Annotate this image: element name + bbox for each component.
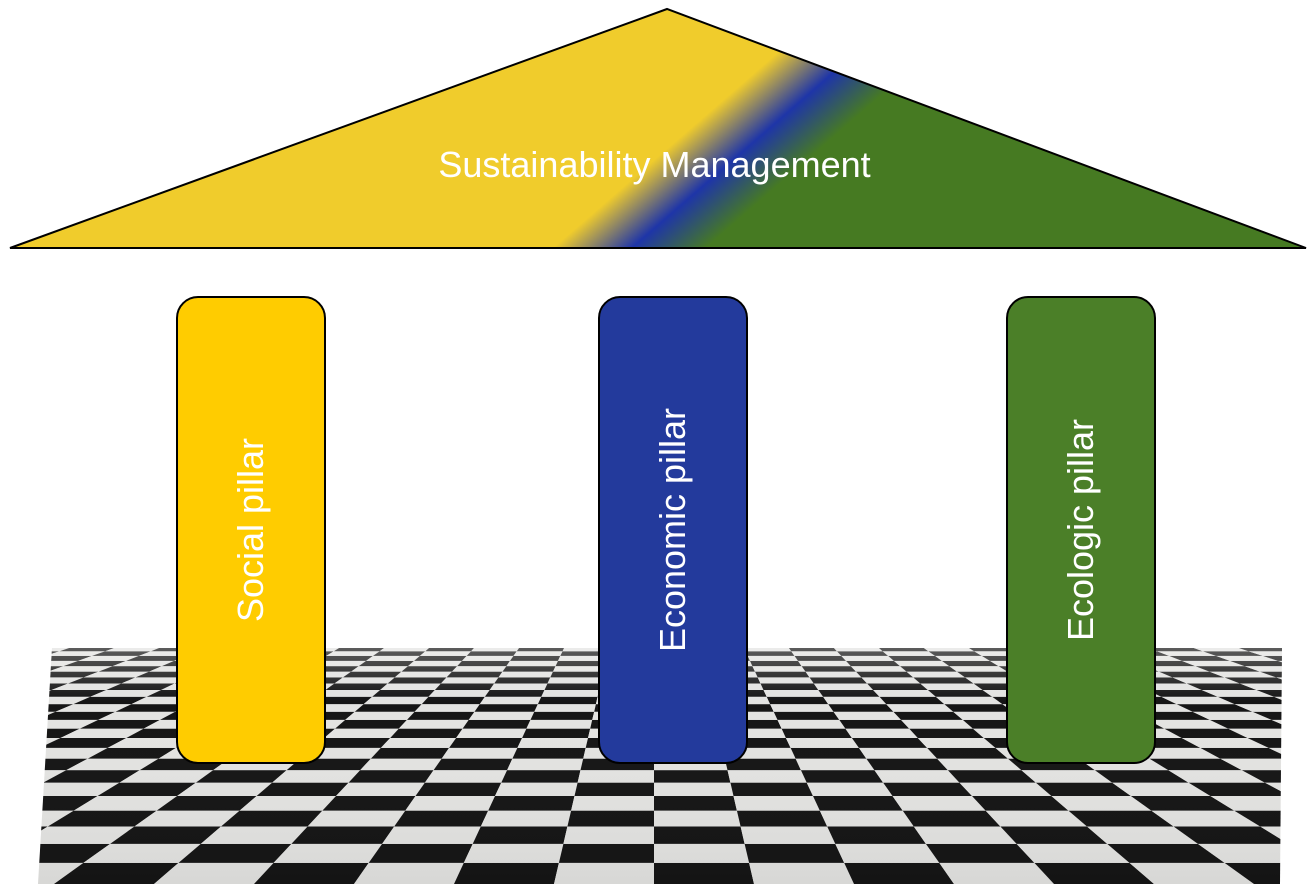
social-pillar: Social pillar xyxy=(176,296,326,764)
social-pillar-label: Social pillar xyxy=(230,437,271,623)
ecologic-pillar-label: Ecologic pillar xyxy=(1060,418,1101,642)
economic-pillar: Economic pillar xyxy=(598,296,748,764)
economic-pillar-label: Economic pillar xyxy=(652,407,693,653)
ecologic-pillar: Ecologic pillar xyxy=(1006,296,1156,764)
roof-title: Sustainability Management xyxy=(438,144,871,185)
